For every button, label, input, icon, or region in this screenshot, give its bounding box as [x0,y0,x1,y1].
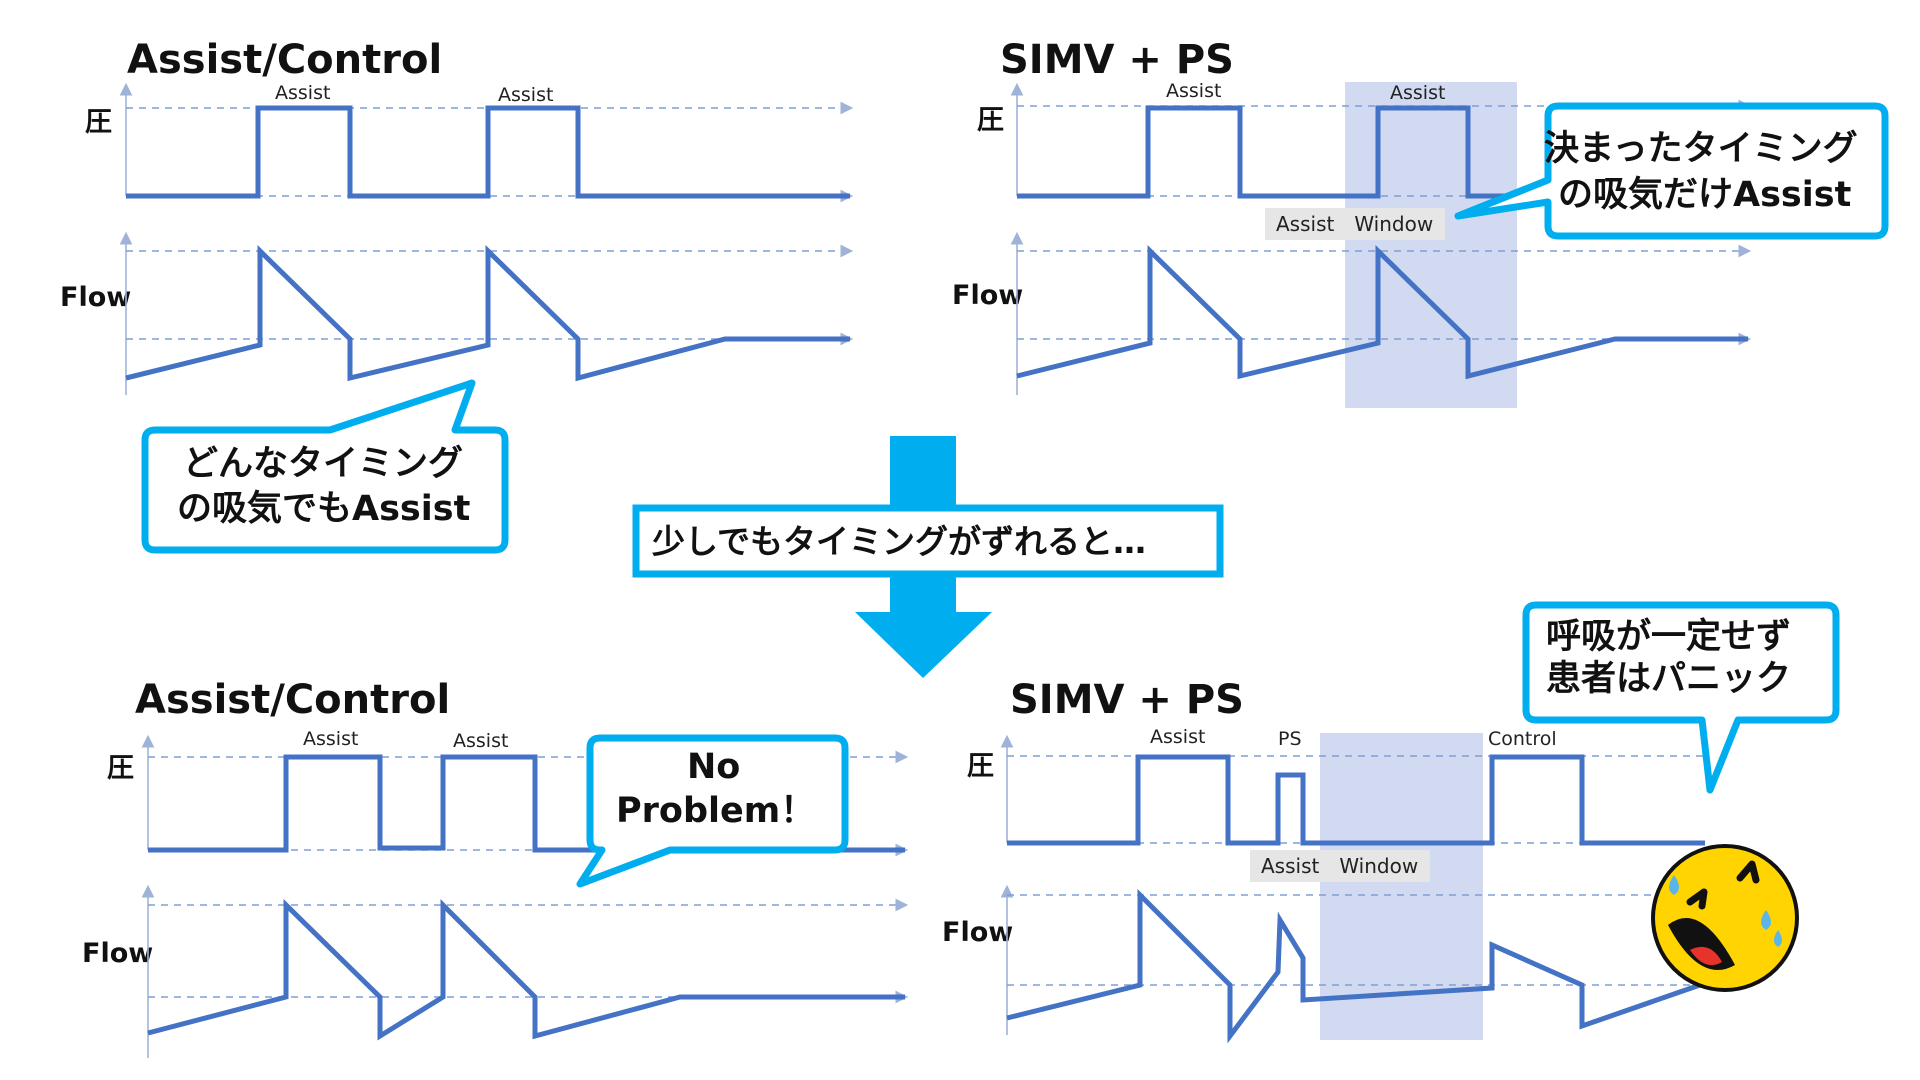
control-event-label: Control [1488,728,1557,750]
assist-event-label: Assist [1390,82,1445,104]
pressure-axis-label: 圧 [977,105,1004,136]
flow-grid [141,884,909,1058]
callout-line: 患者はパニック [1546,659,1791,699]
callout-line: 呼吸が一定せず [1546,617,1791,657]
panel-title: Assist/Control [135,677,450,723]
assist-window-label-box [1250,850,1430,882]
callout-line: どんなタイミング [183,444,463,484]
crying-laughing-face-icon [1651,844,1799,992]
banner-text: 少しでもタイミングがずれると… [652,522,1146,561]
assist-window-label-box [1265,208,1445,240]
flow-axis-label: Flow [942,917,1013,948]
callout-line: 決まったタイミング [1544,129,1858,169]
flow-axis-label: Flow [82,938,153,969]
pressure-waveform [1007,754,1705,846]
callout-line: No [687,747,740,787]
pressure-grid [1000,734,1705,844]
panel-title: SIMV + PS [1010,677,1244,723]
assist-window-label: Assist Window [1276,212,1433,236]
assist-event-label: Assist [1150,726,1205,748]
assist-event-label: Assist [1166,80,1221,102]
panel-title: SIMV + PS [1000,37,1234,83]
flow-waveform [147,898,905,1041]
panel-title: Assist/Control [127,37,442,83]
pressure-axis-label: 圧 [967,751,994,782]
pressure-axis-label: 圧 [85,107,112,138]
callout-line: の吸気でもAssist [177,489,470,529]
flow-grid [1010,231,1752,395]
pressure-waveform [1017,105,1505,199]
assist-window-shade [1345,82,1517,408]
flow-axis-label: Flow [60,282,131,313]
center-banner: 少しでもタイミングがずれると… [632,504,1224,578]
panel-top-left: Assist/Control 圧 Flow Assist Assist [60,37,854,395]
callout-line: の吸気だけAssist [1558,175,1851,215]
pressure-waveform [148,754,905,853]
callout-no-problem: No Problem！ [576,734,849,888]
callout-ac-any-timing: どんなタイミング の吸気でもAssist [141,379,509,554]
assist-event-label: Assist [275,82,330,104]
callout-simv-fixed-timing: 決まったタイミング の吸気だけAssist [1454,102,1889,240]
pressure-waveform [126,105,850,199]
flow-grid [1000,884,1705,1035]
assist-window-label: Assist Window [1261,854,1418,878]
pressure-axis-label: 圧 [107,753,134,784]
ps-event-label: PS [1278,728,1302,750]
flow-waveform [125,245,850,382]
flow-axis-label: Flow [952,280,1023,311]
assist-event-label: Assist [303,728,358,750]
panel-bottom-left: Assist/Control 圧 Flow Assist Assist [82,677,909,1058]
panel-top-right: SIMV + PS 圧 Flow Assist Assist Assist Wi… [952,37,1752,408]
panel-bottom-right: SIMV + PS 圧 Flow Assist PS Control Assis… [942,677,1705,1044]
callout-line: Problem！ [616,791,815,831]
assist-event-label: Assist [453,730,508,752]
callout-panic: 呼吸が一定せず 患者はパニック [1522,601,1840,794]
assist-event-label: Assist [498,84,553,106]
flow-waveform [1016,245,1748,380]
flow-waveform [1006,888,1701,1044]
